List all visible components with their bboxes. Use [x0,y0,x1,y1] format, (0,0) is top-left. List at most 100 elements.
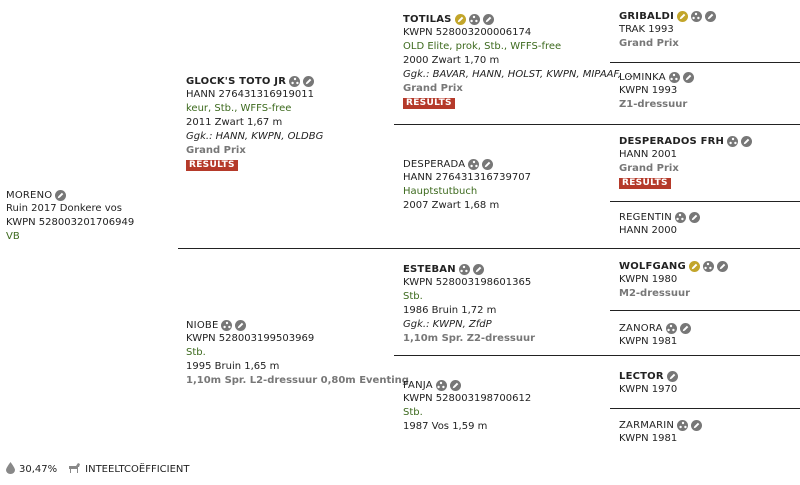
family-tree-icon[interactable] [677,419,689,431]
results-button[interactable]: RESULTS [619,178,671,189]
family-tree-icon[interactable] [665,322,677,334]
dam-pred: Stb. [186,347,206,358]
pencil-icon[interactable] [472,263,484,275]
divider-ss-sd [394,124,610,125]
ds-pred: Stb. [403,291,423,302]
sd-block: DESPERADA HANN 276431316739707 Hauptstut… [403,157,531,213]
ss-block: TOTILAS KWPN 528003200006174 OLD Elite, … [403,12,634,109]
results-button[interactable]: RESULTS [186,160,238,171]
family-tree-icon[interactable] [221,319,233,331]
pencil-icon[interactable] [449,379,461,391]
sire-name-row: GLOCK'S TOTO JR [186,74,323,88]
sdd-name[interactable]: REGENTIN [619,211,672,223]
family-tree-icon[interactable] [468,13,480,25]
family-tree-icon[interactable] [435,379,447,391]
horse-icon [67,462,81,477]
ds-name[interactable]: ESTEBAN [403,263,456,275]
gold-pencil-icon[interactable] [688,260,700,272]
family-tree-icon[interactable] [674,211,686,223]
divider-gen4-3 [610,201,800,202]
pencil-icon[interactable] [741,135,753,147]
dd-info: 1987 Vos 1,59 m [403,421,488,432]
pencil-icon[interactable] [482,13,494,25]
subject-name-row: MORENO [6,188,134,202]
ssd-block: LOMINKA KWPN 1993 Z1-dressuur [619,70,694,112]
results-button[interactable]: RESULTS [403,98,455,109]
sire-pred-text: keur, Stb., [186,103,241,114]
dss-sport: M2-dressuur [619,288,691,299]
ss-ggk: Ggk.: BAVAR, HANN, HOLST, KWPN, MIPAAF, … [403,69,634,80]
divider-sire-dam [178,248,394,249]
divider-gen4-6 [610,355,800,356]
dd-name[interactable]: FANJA [403,379,433,391]
sds-name[interactable]: DESPERADOS FRH [619,135,725,147]
pencil-icon[interactable] [679,322,691,334]
ssd-reg: KWPN 1993 [619,85,678,96]
dds-block: LECTOR KWPN 1970 [619,369,678,397]
dd-reg: KWPN 528003198700612 [403,393,532,404]
ds-info: 1986 Bruin 1,72 m [403,305,497,316]
pencil-icon[interactable] [55,189,67,201]
sire-name[interactable]: GLOCK'S TOTO JR [186,75,287,87]
divider-ds-dd [394,355,610,356]
dss-name[interactable]: WOLFGANG [619,260,686,272]
dd-name-row: FANJA [403,378,531,392]
sire-pred: keur, Stb., WFFS-free [186,102,323,116]
dsd-block: ZANORA KWPN 1981 [619,321,691,349]
dsd-name[interactable]: ZANORA [619,322,663,334]
family-tree-icon[interactable] [702,260,714,272]
dam-block: NIOBE KWPN 528003199503969 Stb. 1995 Bru… [186,318,409,388]
ss-reg: KWPN 528003200006174 [403,27,532,38]
subject-name[interactable]: MORENO [6,189,53,201]
family-tree-icon[interactable] [668,71,680,83]
family-tree-icon[interactable] [690,10,702,22]
dam-name[interactable]: NIOBE [186,319,219,331]
pencil-icon[interactable] [303,75,315,87]
family-tree-icon[interactable] [468,158,480,170]
sire-sport: Grand Prix [186,145,246,156]
dam-name-row: NIOBE [186,318,409,332]
ssd-name[interactable]: LOMINKA [619,71,666,83]
pencil-icon[interactable] [235,319,247,331]
dds-name-row: LECTOR [619,369,678,383]
pencil-icon[interactable] [682,71,694,83]
sire-reg: HANN 276431316919011 [186,89,314,100]
ds-sport: 1,10m Spr. Z2-dressuur [403,333,536,344]
gold-pencil-icon[interactable] [676,10,688,22]
sds-block: DESPERADOS FRH HANN 2001 Grand Prix RESU… [619,134,753,189]
sire-block: GLOCK'S TOTO JR HANN 276431316919011 keu… [186,74,323,171]
ddd-name[interactable]: ZARMARIN [619,419,675,431]
ssd-sport: Z1-dressuur [619,99,688,110]
pencil-icon[interactable] [482,158,494,170]
inbreeding-footer: 30,47% INTEELTCOËFFICIENT [6,462,190,477]
subject-block: MORENO Ruin 2017 Donkere vos KWPN 528003… [6,188,134,244]
pencil-icon[interactable] [716,260,728,272]
sds-name-row: DESPERADOS FRH [619,134,753,148]
dss-name-row: WOLFGANG [619,259,728,273]
pencil-icon[interactable] [688,211,700,223]
sds-sport: Grand Prix [619,163,679,174]
sss-name[interactable]: GRIBALDI [619,10,674,22]
pencil-icon[interactable] [704,10,716,22]
ss-name[interactable]: TOTILAS [403,13,452,25]
pencil-icon[interactable] [691,419,703,431]
family-tree-icon[interactable] [458,263,470,275]
sdd-block: REGENTIN HANN 2000 [619,210,700,238]
subject-reg: KWPN 528003201706949 [6,217,135,228]
sds-reg: HANN 2001 [619,149,677,160]
sire-pred-green: WFFS-free [240,103,292,114]
dds-name[interactable]: LECTOR [619,370,664,382]
family-tree-icon[interactable] [727,135,739,147]
pencil-icon[interactable] [666,370,678,382]
sd-name[interactable]: DESPERADA [403,158,466,170]
ddd-block: ZARMARIN KWPN 1981 [619,418,703,446]
gold-pencil-icon[interactable] [454,13,466,25]
dd-block: FANJA KWPN 528003198700612 Stb. 1987 Vos… [403,378,531,434]
family-tree-icon[interactable] [289,75,301,87]
drop-icon [6,462,15,477]
ds-reg: KWPN 528003198601365 [403,277,532,288]
ss-info: 2000 Zwart 1,70 m [403,55,500,66]
ss-name-row: TOTILAS [403,12,634,26]
sss-block: GRIBALDI TRAK 1993 Grand Prix [619,9,716,51]
dds-reg: KWPN 1970 [619,384,678,395]
